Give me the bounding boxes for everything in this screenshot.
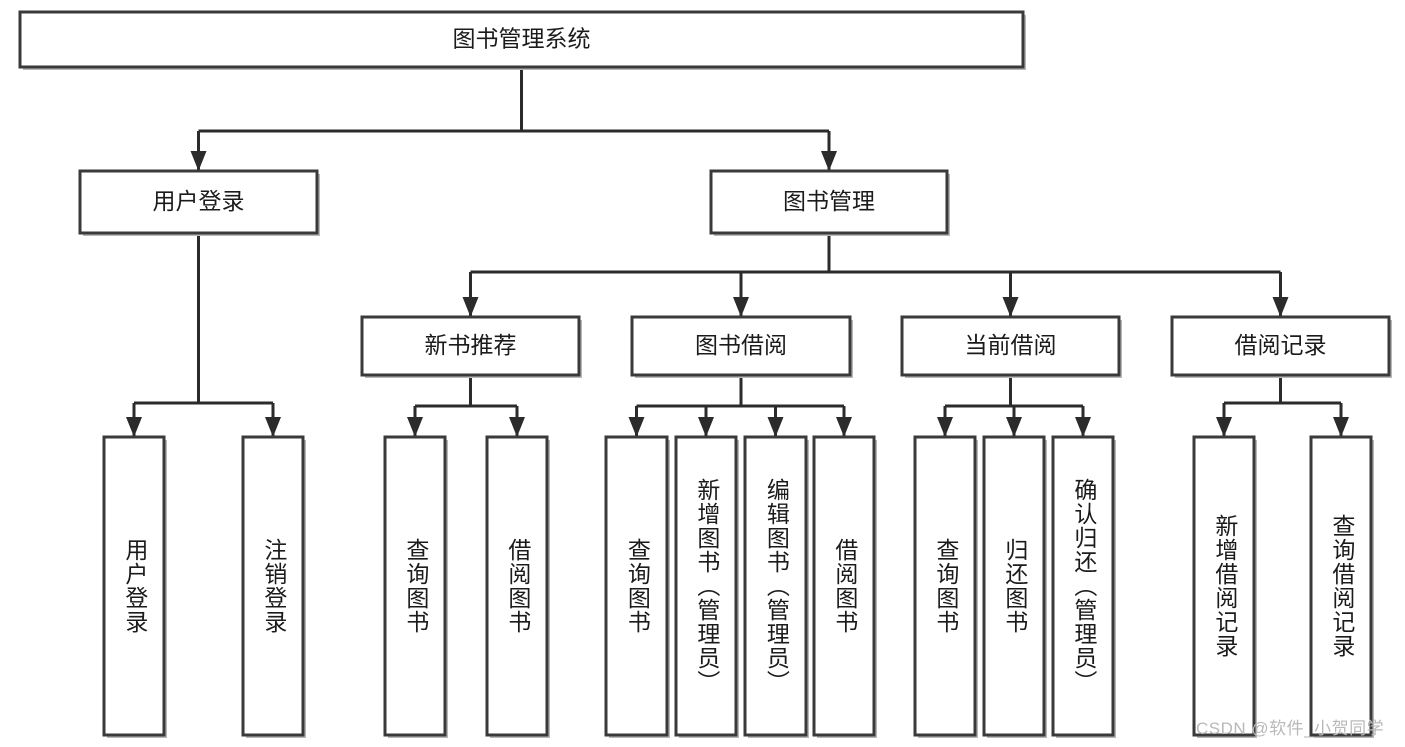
arrow-head-icon bbox=[698, 417, 714, 437]
arrow-head-icon bbox=[1002, 297, 1019, 317]
arrow-head-icon bbox=[265, 417, 281, 437]
arrow-head-icon bbox=[937, 417, 953, 437]
node-box-leaf8[interactable] bbox=[812, 435, 876, 737]
arrow-head-icon bbox=[836, 417, 852, 437]
node-label-root: 图书管理系统 bbox=[453, 26, 591, 52]
arrow-head-icon bbox=[190, 151, 207, 171]
node-box-current[interactable] bbox=[900, 315, 1121, 377]
node-box-login[interactable] bbox=[78, 169, 319, 235]
node-box-leaf10[interactable] bbox=[982, 435, 1046, 737]
arrow-head-icon bbox=[1006, 417, 1022, 437]
node-box-newbook[interactable] bbox=[360, 315, 581, 377]
arrow-head-icon bbox=[509, 417, 525, 437]
arrow-head-icon bbox=[821, 151, 837, 171]
node-box-leaf7[interactable] bbox=[743, 435, 808, 737]
node-box-leaf1[interactable] bbox=[102, 435, 166, 737]
node-label-current: 当前借阅 bbox=[965, 332, 1057, 358]
node-label-record: 借阅记录 bbox=[1235, 332, 1327, 358]
arrow-head-icon bbox=[767, 417, 784, 437]
node-box-leaf11[interactable] bbox=[1051, 435, 1115, 737]
node-box-leaf3[interactable] bbox=[383, 435, 447, 737]
arrow-head-icon bbox=[462, 297, 479, 317]
node-box-leaf4[interactable] bbox=[485, 435, 549, 737]
arrow-head-icon bbox=[407, 417, 423, 437]
node-box-leaf5[interactable] bbox=[604, 435, 669, 737]
arrow-head-icon bbox=[1216, 417, 1232, 437]
node-box-root[interactable] bbox=[18, 10, 1025, 69]
node-label-borrow: 图书借阅 bbox=[695, 332, 787, 358]
node-box-leaf6[interactable] bbox=[674, 435, 738, 737]
arrow-head-icon bbox=[1333, 417, 1349, 437]
arrow-head-icon bbox=[1075, 417, 1091, 437]
node-box-leaf13[interactable] bbox=[1309, 435, 1373, 737]
node-box-borrow[interactable] bbox=[630, 315, 852, 377]
node-box-bookmgmt[interactable] bbox=[709, 169, 949, 235]
node-box-leaf9[interactable] bbox=[913, 435, 977, 737]
watermark-text: CSDN @软件_小贺同学 bbox=[1196, 719, 1385, 738]
arrow-head-icon bbox=[628, 417, 645, 437]
arrow-head-icon bbox=[126, 417, 142, 437]
node-box-leaf2[interactable] bbox=[241, 435, 305, 737]
arrow-head-icon bbox=[1272, 297, 1289, 317]
node-box-record[interactable] bbox=[1170, 315, 1391, 377]
node-label-login: 用户登录 bbox=[153, 188, 245, 214]
node-label-newbook: 新书推荐 bbox=[425, 332, 517, 358]
node-label-bookmgmt: 图书管理 bbox=[783, 188, 875, 214]
connector-layer bbox=[126, 67, 1349, 437]
node-box-layer bbox=[18, 10, 1392, 738]
node-box-leaf12[interactable] bbox=[1192, 435, 1256, 737]
arrow-head-icon bbox=[733, 297, 749, 317]
